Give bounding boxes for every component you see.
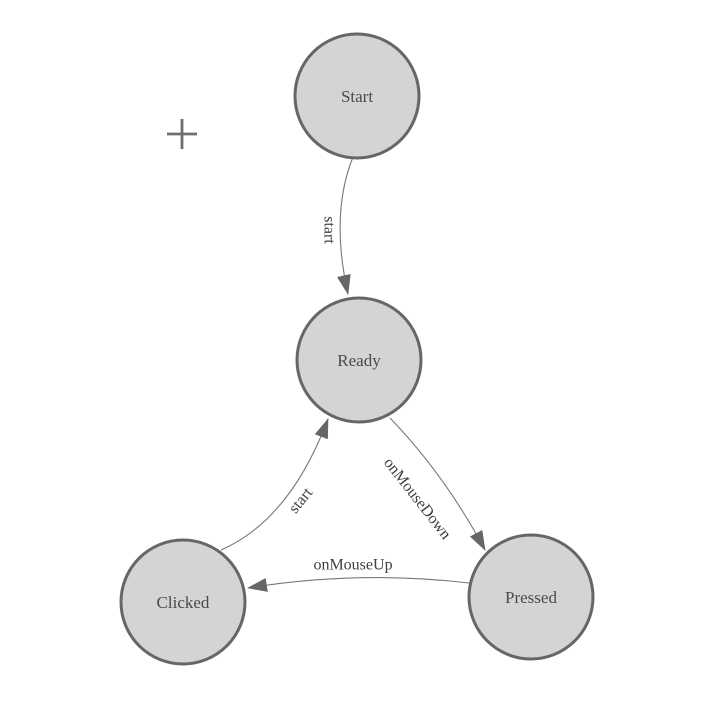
state-node-ready[interactable]: Ready (295, 296, 423, 424)
state-circle-start[interactable] (293, 32, 421, 160)
state-label-start: Start (341, 87, 373, 106)
transition-clicked-to-ready[interactable] (220, 418, 329, 551)
plus-glyph[interactable] (167, 119, 197, 149)
transition-label-pressed-to-clicked: onMouseUp (313, 557, 392, 574)
transition-start-to-ready[interactable] (337, 156, 354, 295)
transition-ready-to-pressed[interactable] (389, 417, 486, 551)
state-node-clicked[interactable]: Clicked (119, 538, 247, 666)
state-circle-pressed[interactable] (467, 533, 595, 661)
plus-icon[interactable] (167, 119, 197, 149)
transition-pressed-to-clicked[interactable] (247, 577, 470, 592)
state-circle-clicked[interactable] (119, 538, 247, 666)
state-circle-ready[interactable] (295, 296, 423, 424)
transition-label-start-to-ready: start (320, 216, 337, 244)
state-node-pressed[interactable]: Pressed (467, 533, 595, 661)
transition-label-clicked-to-ready: start (286, 484, 317, 517)
transition-label-ready-to-pressed: onMouseDown (380, 455, 454, 543)
state-label-ready: Ready (337, 351, 381, 370)
state-node-start[interactable]: Start (293, 32, 421, 160)
state-label-clicked: Clicked (157, 593, 210, 612)
state-label-pressed: Pressed (505, 588, 557, 607)
